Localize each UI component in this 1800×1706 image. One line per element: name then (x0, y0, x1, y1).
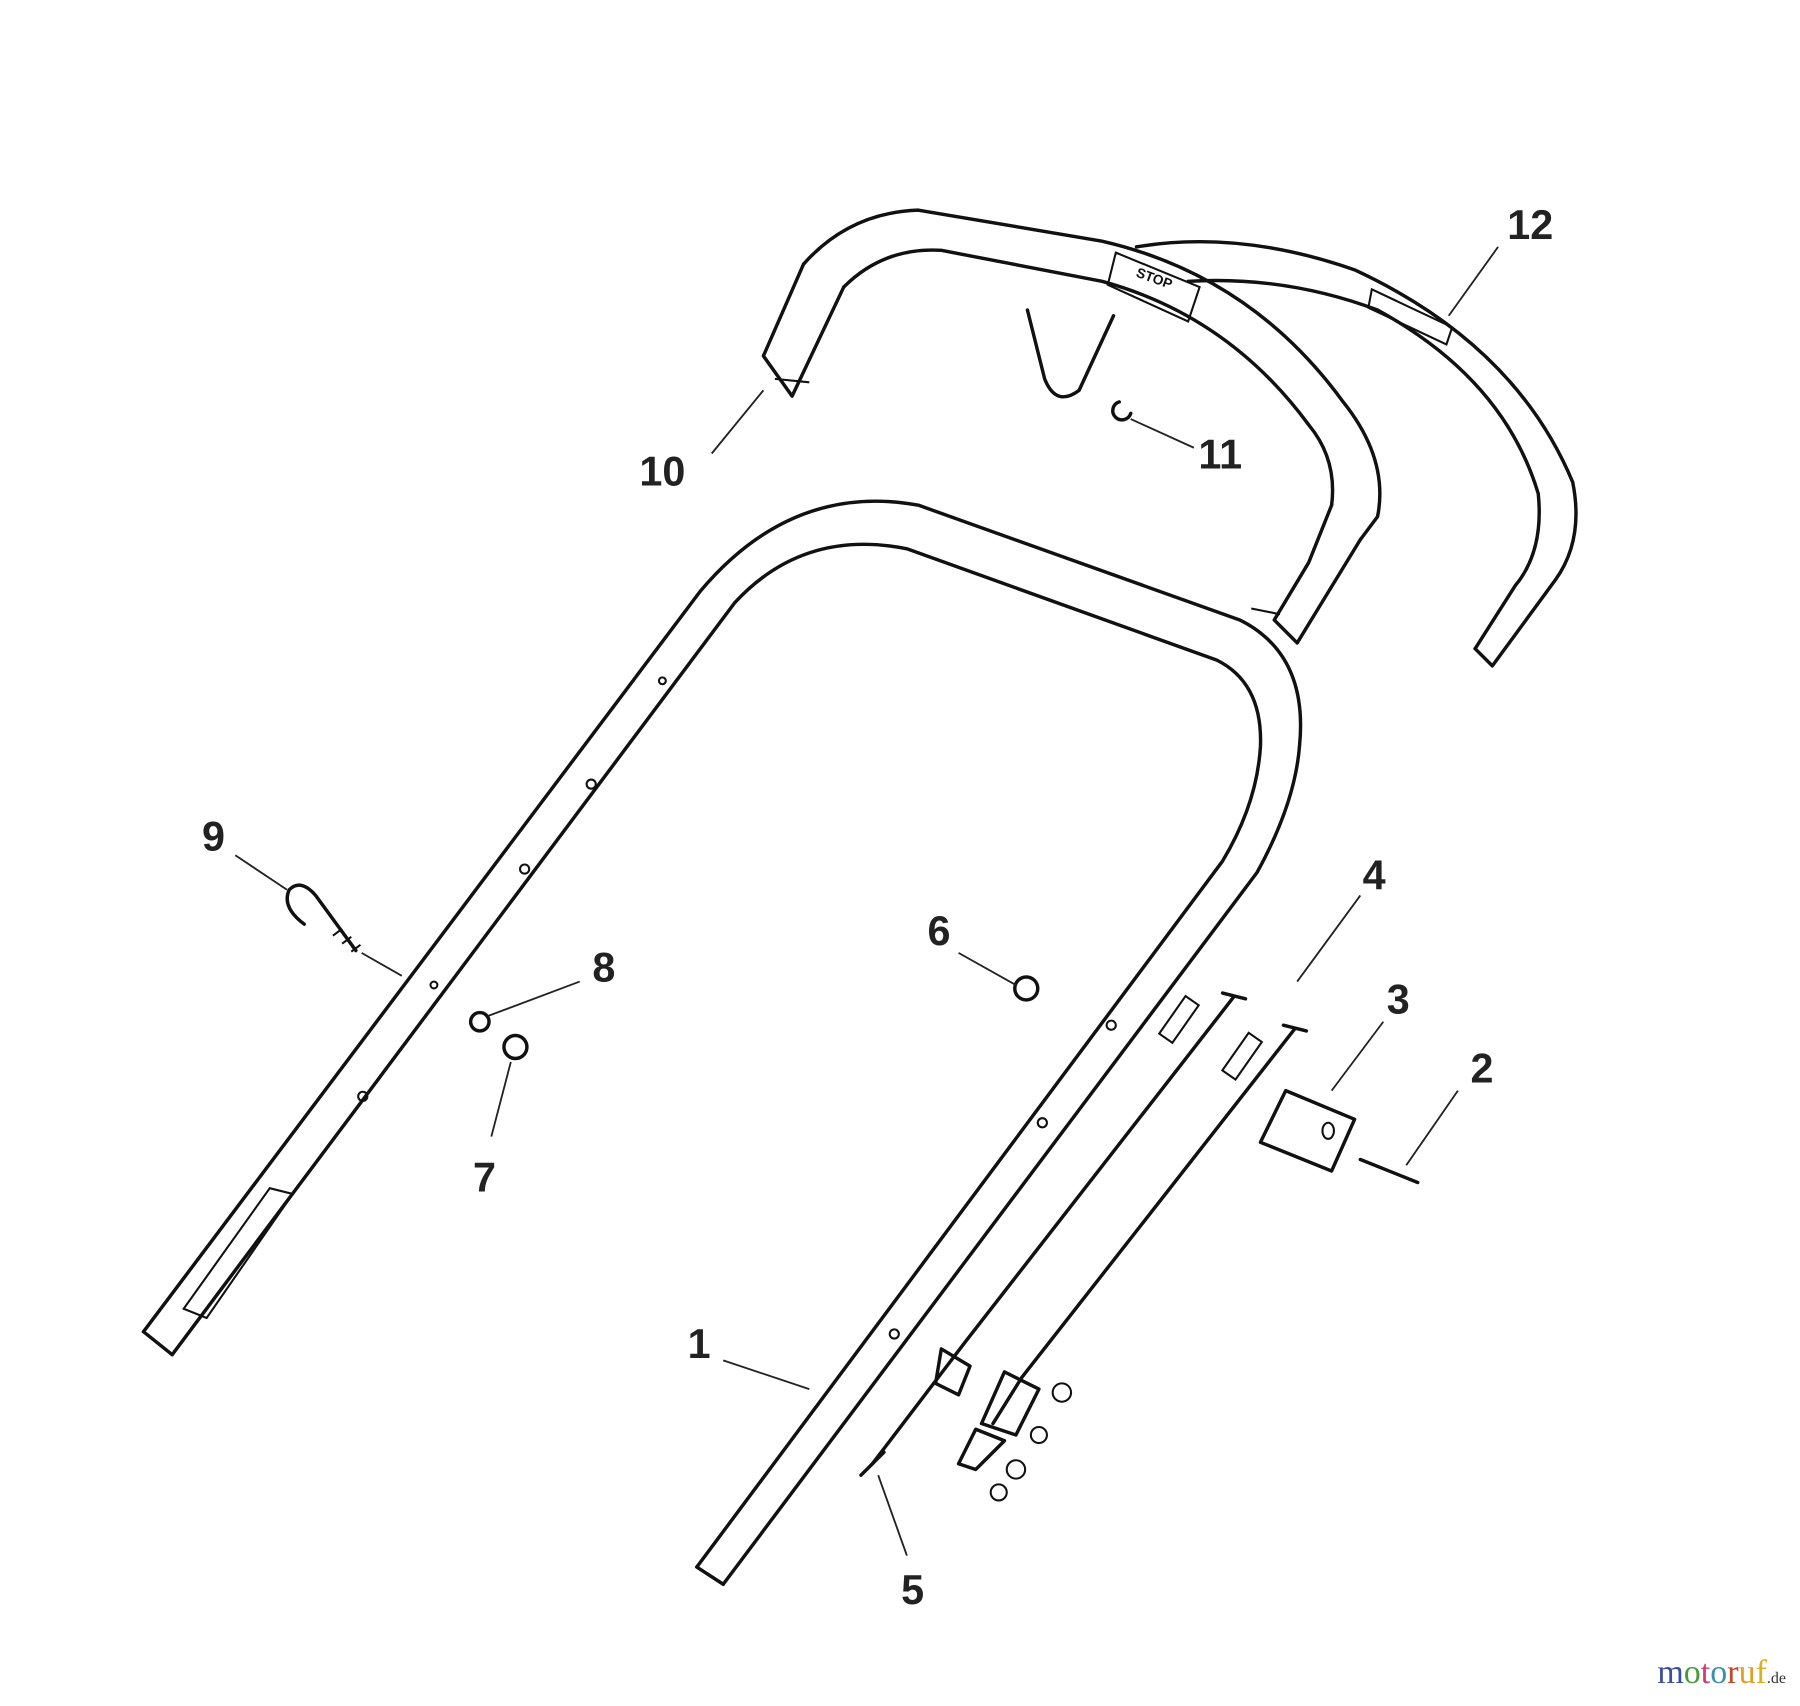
logo-letter: m (1657, 1654, 1684, 1691)
nut-part-7 (502, 1033, 529, 1061)
nut-part-6 (1013, 975, 1040, 1002)
callout-11: 11 (1198, 431, 1242, 477)
cable-clip-part-5 (859, 1450, 886, 1477)
callout-9: 9 (202, 814, 225, 860)
callout-7: 7 (473, 1155, 496, 1201)
callout-2: 2 (1471, 1046, 1494, 1092)
callout-1: 1 (688, 1321, 711, 1367)
callout-6: 6 (928, 908, 951, 954)
hook-bolt-part-9 (285, 883, 362, 953)
callout-12: 12 (1507, 202, 1553, 248)
callout-3: 3 (1387, 977, 1410, 1023)
logo-letter: f (1755, 1654, 1767, 1691)
lower-handle-tube (141, 499, 1303, 1586)
logo-letter: o (1710, 1654, 1728, 1691)
logo-letter: o (1683, 1654, 1701, 1691)
callout-10: 10 (639, 449, 685, 495)
washer-part-8 (468, 1010, 491, 1033)
leader-lines (234, 246, 1499, 1556)
watermark-logo: motoruf.de (1657, 1654, 1786, 1691)
callout-5: 5 (901, 1567, 924, 1613)
upper-handle-bar: STOP (761, 208, 1382, 645)
callout-8: 8 (592, 945, 615, 991)
circlip-part-11 (1111, 400, 1133, 422)
spacer-part-3 (1258, 1088, 1357, 1173)
handle-cover (1134, 240, 1578, 668)
logo-letter: u (1738, 1654, 1756, 1691)
callout-4: 4 (1363, 853, 1386, 899)
control-cables-part-4 (870, 991, 1309, 1502)
screw-part-2 (1358, 1157, 1420, 1185)
logo-letter: r (1727, 1654, 1739, 1691)
logo-letter: t (1700, 1654, 1711, 1691)
